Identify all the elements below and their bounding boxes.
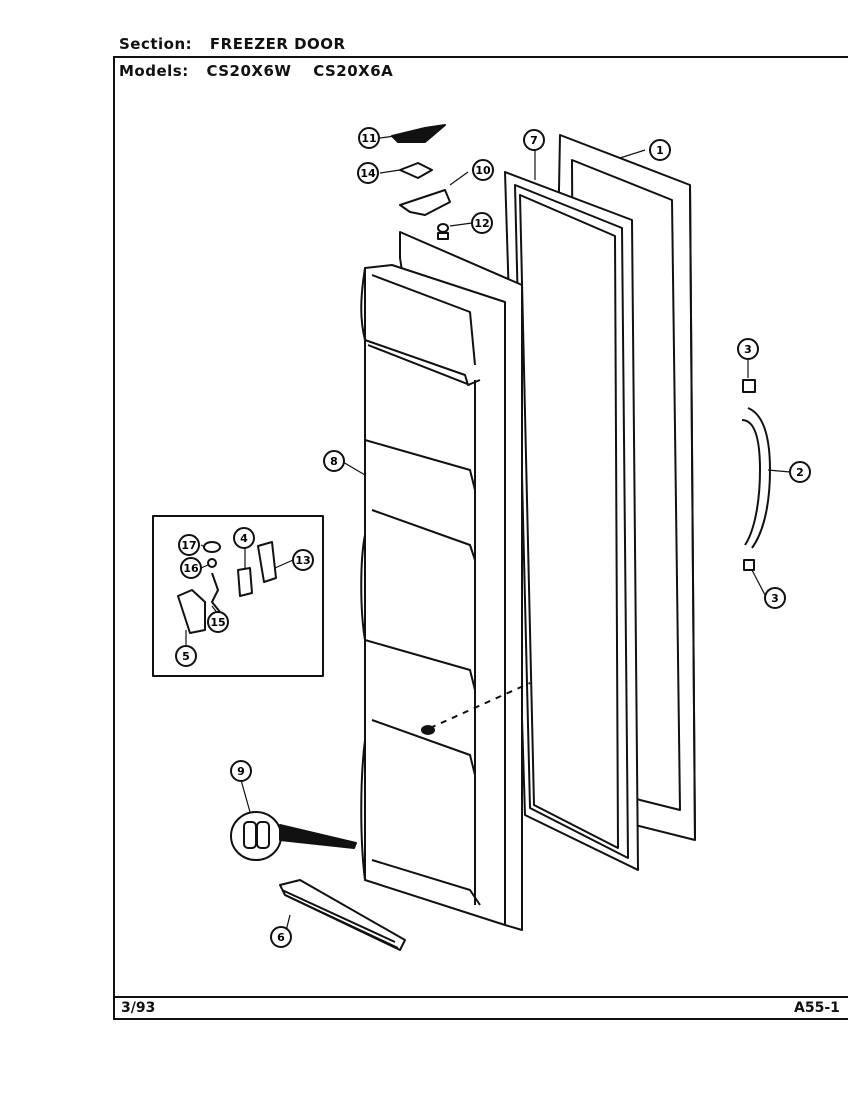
- callout-7: 7: [523, 129, 545, 151]
- callout-circle: [357, 162, 379, 184]
- callout-5: 5: [175, 645, 197, 667]
- hinge-top-parts: [391, 124, 451, 240]
- callout-12: 12: [471, 212, 493, 234]
- section-label: Section:: [119, 35, 193, 53]
- footer-rule: [113, 996, 848, 998]
- callout-label: 14: [360, 167, 376, 180]
- callout-label: 15: [210, 616, 225, 629]
- callout-8: 8: [323, 450, 345, 472]
- callout-circle: [649, 139, 671, 161]
- footer-date: 3/93: [121, 1000, 156, 1016]
- door-handle: [741, 379, 771, 571]
- callout-label: 3: [771, 592, 779, 605]
- callout-circle: [471, 212, 493, 234]
- callout-9: 9: [230, 760, 252, 782]
- callout-16: 16: [180, 557, 202, 579]
- screw-leader: [421, 682, 531, 735]
- bottom-trim: [279, 879, 406, 951]
- callout-label: 16: [183, 562, 199, 575]
- callout-circle: [233, 527, 255, 549]
- callout-circle: [230, 760, 252, 782]
- callout-3: 3: [737, 338, 759, 360]
- callout-1: 1: [649, 139, 671, 161]
- callout-label: 6: [277, 931, 285, 944]
- callout-3: 3: [764, 587, 786, 609]
- callout-label: 3: [744, 343, 752, 356]
- callout-17: 17: [178, 534, 200, 556]
- callout-label: 5: [182, 650, 190, 663]
- callout-circle: [789, 461, 811, 483]
- callout-label: 2: [796, 466, 804, 479]
- callout-label: 13: [295, 554, 310, 567]
- callout-13: 13: [292, 549, 314, 571]
- callout-2: 2: [789, 461, 811, 483]
- callout-label: 12: [474, 217, 489, 230]
- callout-label: 10: [475, 164, 491, 177]
- door-liner: [360, 231, 523, 931]
- callout-6: 6: [270, 926, 292, 948]
- inset-parts-box: [152, 515, 324, 677]
- diagram-frame: [113, 56, 848, 1020]
- callout-15: 15: [207, 611, 229, 633]
- leader-lines: [185, 135, 791, 936]
- callout-label: 8: [330, 455, 338, 468]
- section-header: Section: FREEZER DOOR: [119, 35, 346, 53]
- callout-circle: [270, 926, 292, 948]
- callout-4: 4: [233, 527, 255, 549]
- callout-10: 10: [472, 159, 494, 181]
- door-gasket: [504, 171, 639, 871]
- callout-circle: [180, 557, 202, 579]
- callout-circle: [737, 338, 759, 360]
- model-2: CS20X6A: [313, 62, 394, 80]
- callout-circle: [175, 645, 197, 667]
- callout-label: 4: [240, 532, 248, 545]
- callout-circle: [178, 534, 200, 556]
- models-label: Models:: [119, 62, 189, 80]
- callout-circle: [207, 611, 229, 633]
- models-header: Models: CS20X6W CS20X6A: [119, 62, 393, 80]
- callout-label: 17: [181, 539, 196, 552]
- section-value: FREEZER DOOR: [209, 35, 346, 53]
- callout-label: 11: [361, 132, 376, 145]
- callout-label: 1: [656, 144, 664, 157]
- callout-circle: [472, 159, 494, 181]
- callout-circle: [323, 450, 345, 472]
- callout-circle: [523, 129, 545, 151]
- model-1: CS20X6W: [206, 62, 292, 80]
- callout-14: 14: [357, 162, 379, 184]
- callout-label: 7: [530, 134, 538, 147]
- footer-page-code: A55-1: [794, 1000, 840, 1016]
- callout-circle: [764, 587, 786, 609]
- screw-detail: [230, 811, 357, 861]
- callout-label: 9: [237, 765, 245, 778]
- callout-circle: [358, 127, 380, 149]
- callout-11: 11: [358, 127, 380, 149]
- callout-circle: [292, 549, 314, 571]
